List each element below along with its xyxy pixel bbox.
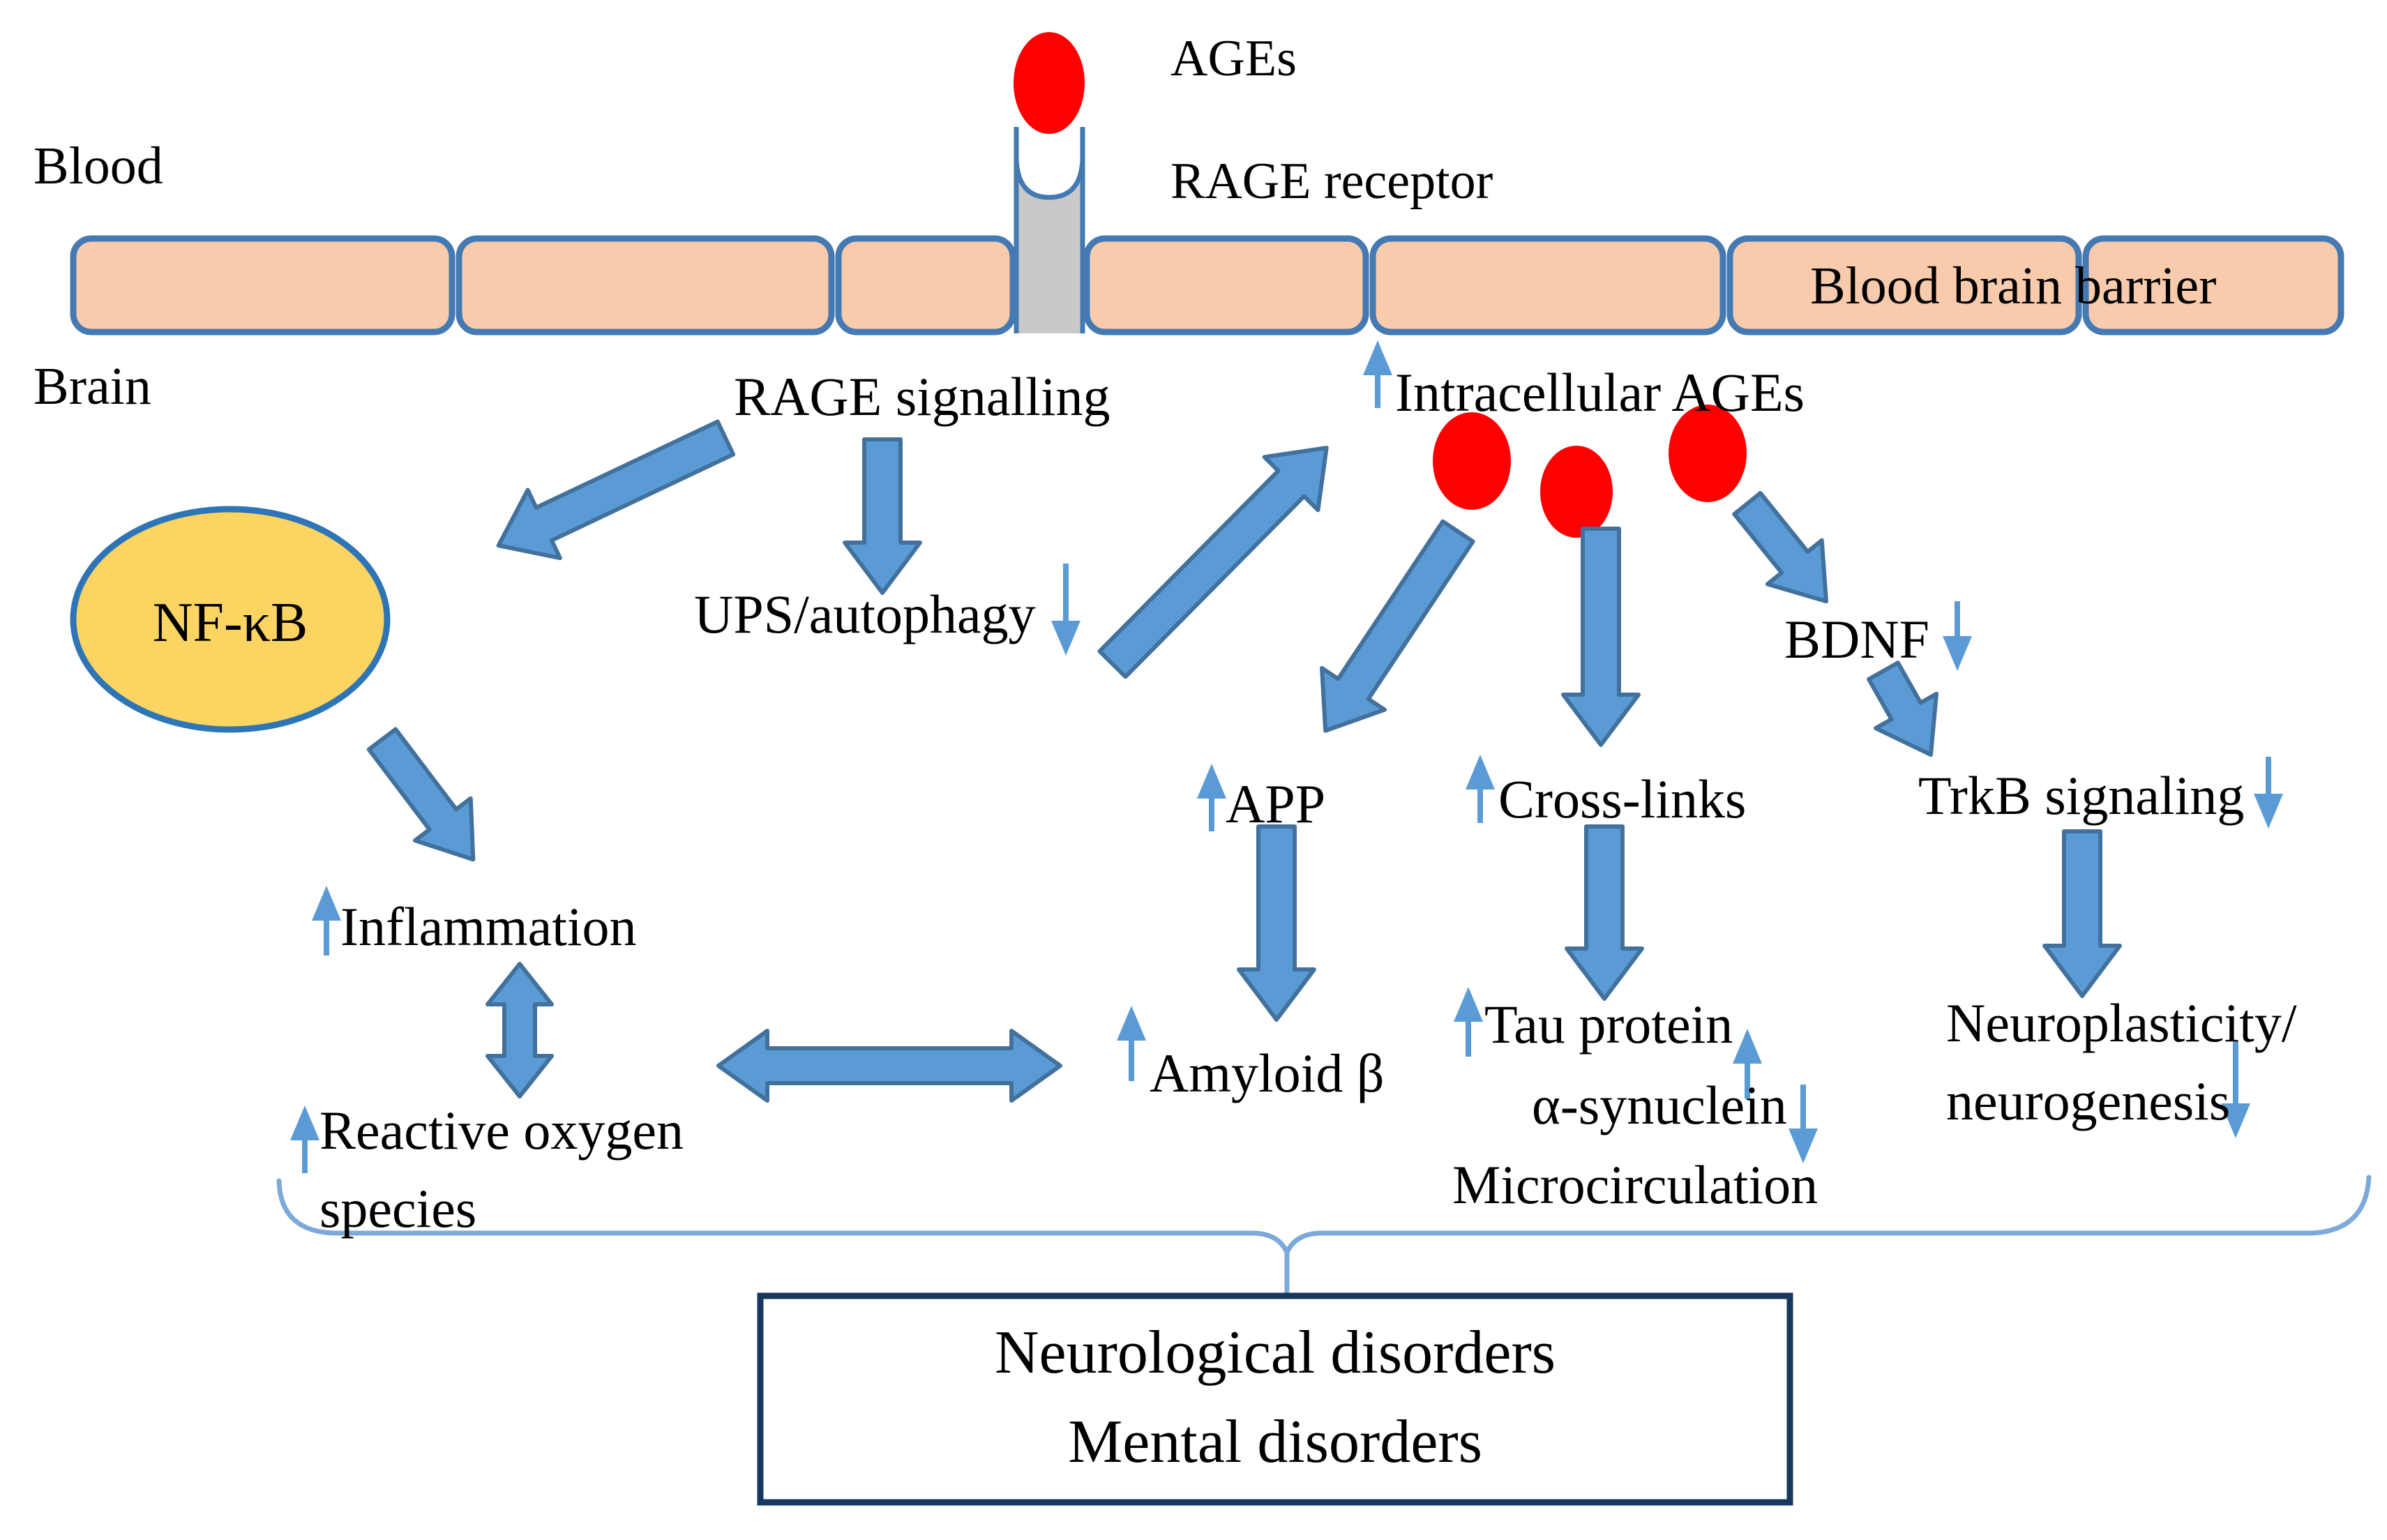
up-arrow-app [1197, 764, 1226, 831]
outcome-box [757, 1292, 1793, 1506]
arrow-app-to-amyloid [1237, 824, 1316, 1022]
blood-brain-barrier-cells [70, 235, 2344, 335]
up-arrow-inflammation [312, 886, 341, 956]
arrow-rage-to-ups [843, 437, 922, 595]
ages-label: AGEs [1170, 30, 1297, 87]
blood-region-label: Blood [33, 137, 163, 195]
barrier-cell [2082, 235, 2344, 335]
ros-line1: Reactive oxygen [319, 1100, 684, 1161]
ages-particle [1014, 32, 1085, 134]
brain-region-label: Brain [33, 357, 151, 416]
node-cross-links: Cross-links [1498, 769, 1747, 829]
arrow-intracellular-to-app [1320, 519, 1475, 733]
barrier-cell [1369, 235, 1726, 335]
arrow-intracellular-to-bdnf [1732, 490, 1829, 604]
up-arrow-crosslinks [1466, 755, 1495, 823]
ros-line2: species [319, 1178, 477, 1239]
neuroplasticity-line2: neurogenesis [1946, 1071, 2231, 1131]
down-arrow-bdnf [1943, 601, 1972, 671]
node-amyloid-beta: Amyloid β [1150, 1043, 1385, 1103]
neuroplasticity-line1: Neuroplasticity/ [1946, 992, 2297, 1053]
grouping-brace [276, 1175, 2372, 1297]
up-arrow-ros [290, 1105, 319, 1173]
up-arrow-amyloid [1117, 1006, 1146, 1081]
barrier-cell [1083, 235, 1369, 335]
down-arrow-neuroplasticity [2221, 1041, 2250, 1138]
arrow-bdnf-to-trkb [1867, 660, 1939, 757]
nfkb-ellipse [70, 506, 391, 733]
blood-brain-barrier-label: Blood brain barrier [1810, 257, 2217, 315]
outcome-line-neurological: Neurological disorders [995, 1319, 1556, 1387]
rage-receptor-shape [1014, 127, 1085, 333]
down-arrow-ups [1051, 564, 1080, 656]
node-app: APP [1226, 773, 1326, 834]
ages-particle [1433, 412, 1511, 510]
node-microcirculation: Microcirculation [1452, 1154, 1819, 1215]
arrow-trkb-to-neuroplasticity [2042, 829, 2122, 998]
barrier-cell [70, 235, 455, 335]
rage-receptor-label: RAGE receptor [1170, 153, 1493, 210]
double-arrow-ros-amyloid [716, 1029, 1062, 1103]
node-inflammation: Inflammation [340, 896, 637, 957]
up-arrow-intracellular [1363, 340, 1392, 408]
node-bdnf: BDNF [1784, 609, 1930, 670]
arrow-nfkb-to-inflammation [366, 727, 476, 862]
node-rage-signalling: RAGE signalling [734, 366, 1110, 427]
up-arrow-alpha-synuclein [1733, 1029, 1762, 1099]
node-tau-protein: Tau protein [1484, 994, 1733, 1055]
intracellular-ages-particles [1433, 405, 1747, 538]
block-arrows [366, 419, 2122, 1103]
node-alpha-synuclein: α-synuclein [1532, 1075, 1787, 1135]
arrow-crosslinks-to-tau [1565, 824, 1644, 1001]
barrier-cell [455, 235, 835, 335]
barrier-cell [835, 235, 1016, 335]
arrow-rage-to-nfkb [496, 419, 736, 561]
node-nfkb: NF-κB [152, 592, 308, 654]
node-intracellular-ages: Intracellular AGEs [1395, 362, 1805, 423]
node-neuroplasticity-neurogenesis: Neuroplasticity/ neurogenesis [1946, 996, 2297, 1128]
ages-particle [1669, 405, 1747, 502]
node-ups-autophagy: UPS/autophagy [694, 584, 1036, 644]
down-arrow-microcirculation [1789, 1085, 1818, 1163]
up-arrow-tau [1454, 987, 1483, 1057]
outcome-line-mental: Mental disorders [1068, 1408, 1482, 1476]
node-trkb-signaling: TrkB signaling [1918, 765, 2245, 826]
down-arrow-trkb [2254, 757, 2283, 829]
double-arrow-inflammation-ros [485, 962, 554, 1099]
arrow-ups-to-intracellular [1097, 446, 1329, 679]
barrier-cell [1726, 235, 2082, 335]
arrow-intracellular-to-crosslinks [1561, 527, 1641, 747]
ages-particle [1540, 446, 1613, 538]
node-reactive-oxygen-species: Reactive oxygen species [319, 1103, 684, 1236]
